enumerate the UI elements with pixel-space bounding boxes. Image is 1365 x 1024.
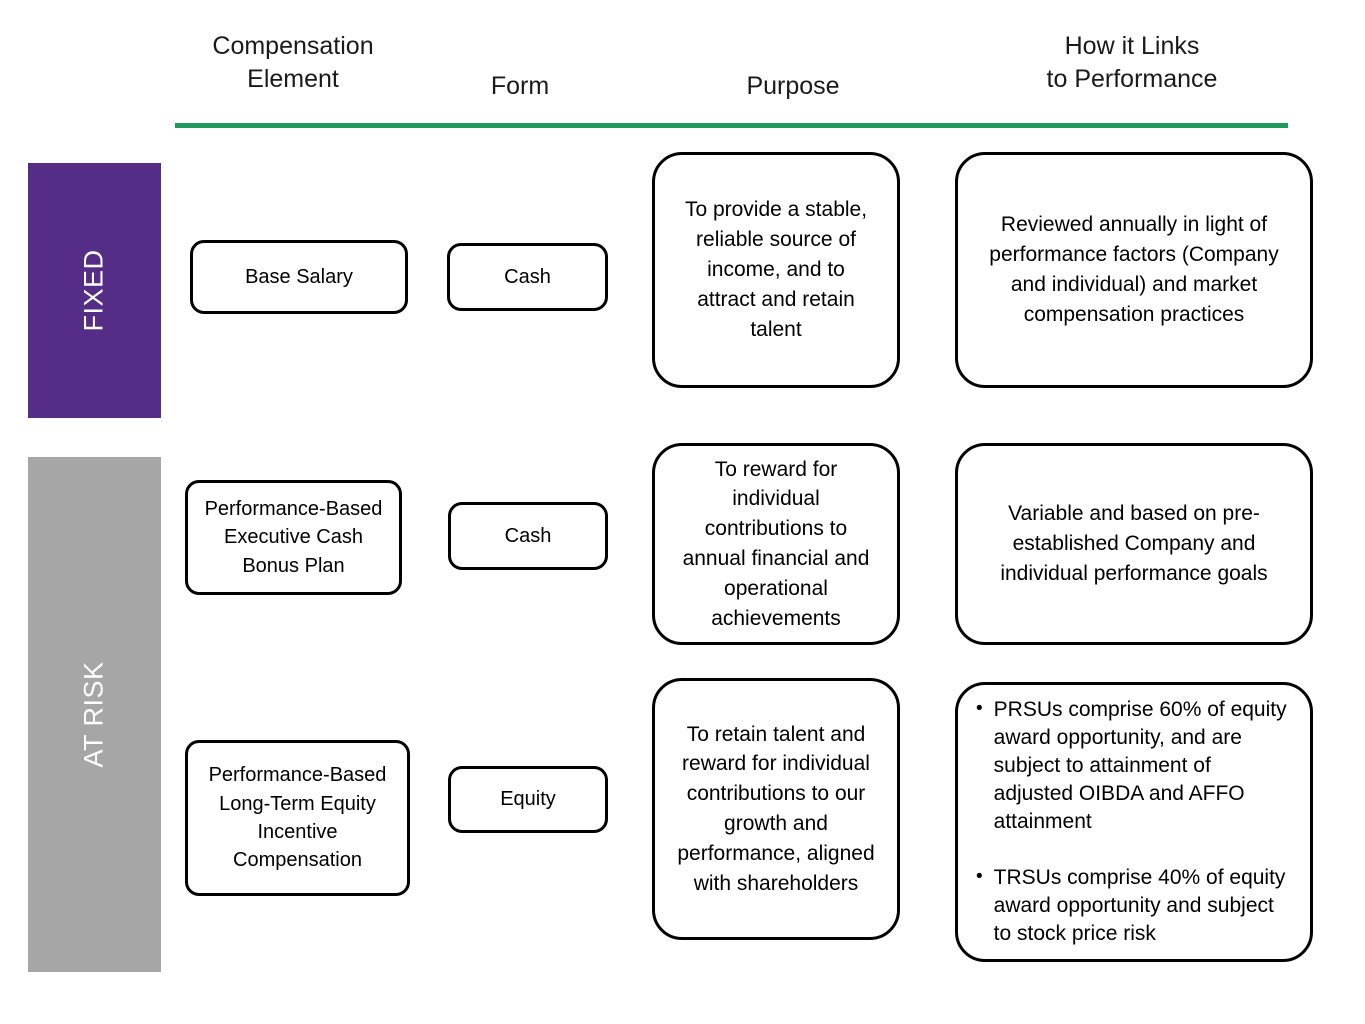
purpose-box-row-3: To retain talent and reward for individu… [652, 678, 900, 940]
form-box-row-1-label: Cash [504, 265, 551, 288]
performance-box-row-2-text: Variable and based on pre-established Co… [1000, 502, 1268, 585]
category-bar-at-risk: AT RISK [28, 457, 161, 972]
column-header-how-it-links-to-performance: How it Links to Performance [1046, 32, 1218, 93]
form-box-row-3: Equity [448, 766, 608, 833]
form-box-row-2-label: Cash [504, 524, 552, 547]
header-divider-rule [175, 123, 1288, 128]
category-bar-fixed-label: FIXED [78, 249, 109, 332]
purpose-box-row-3-text: To retain talent and reward for individu… [677, 722, 875, 895]
column-header-form: Form [490, 72, 550, 100]
column-header-purpose: Purpose [746, 72, 840, 100]
form-box-row-1: Cash [447, 243, 608, 311]
list-item: • TRSUs comprise 40% of equity award opp… [976, 864, 1290, 948]
category-bar-at-risk-label: AT RISK [79, 661, 109, 768]
element-box-long-term-equity-incentive: Performance-Based Long-Term Equity Incen… [185, 740, 410, 896]
purpose-box-row-1-text: To provide a stable, reliable source of … [684, 198, 868, 341]
purpose-box-row-2: To reward for individual contributions t… [652, 443, 900, 645]
performance-box-row-2: Variable and based on pre-established Co… [955, 443, 1313, 645]
form-box-row-3-label: Equity [500, 788, 556, 811]
performance-bullet-2-text: TRSUs comprise 40% of equity award oppor… [993, 866, 1286, 946]
element-box-base-salary-label: Base Salary [245, 265, 353, 288]
bullet-dot-icon: • [976, 866, 983, 888]
performance-bullet-1-text: PRSUs comprise 60% of equity award oppor… [993, 697, 1287, 834]
performance-box-row-1-text: Reviewed annually in light of performanc… [989, 213, 1279, 326]
element-box-long-term-equity-incentive-label: Performance-Based Long-Term Equity Incen… [208, 764, 387, 872]
element-box-executive-cash-bonus-plan-label: Performance-Based Executive Cash Bonus P… [204, 497, 383, 577]
performance-bullet-list: • PRSUs comprise 60% of equity award opp… [976, 696, 1290, 949]
purpose-box-row-1: To provide a stable, reliable source of … [652, 152, 900, 388]
performance-box-row-1: Reviewed annually in light of performanc… [955, 152, 1313, 388]
category-bar-fixed: FIXED [28, 163, 161, 418]
element-box-base-salary: Base Salary [190, 240, 408, 314]
list-item: • PRSUs comprise 60% of equity award opp… [976, 696, 1290, 837]
column-header-compensation-element: Compensation Element [212, 32, 374, 93]
bullet-dot-icon: • [976, 697, 983, 719]
form-box-row-2: Cash [448, 502, 608, 570]
element-box-executive-cash-bonus-plan: Performance-Based Executive Cash Bonus P… [185, 480, 402, 595]
performance-box-row-3: • PRSUs comprise 60% of equity award opp… [955, 682, 1313, 962]
purpose-box-row-2-text: To reward for individual contributions t… [682, 457, 870, 630]
